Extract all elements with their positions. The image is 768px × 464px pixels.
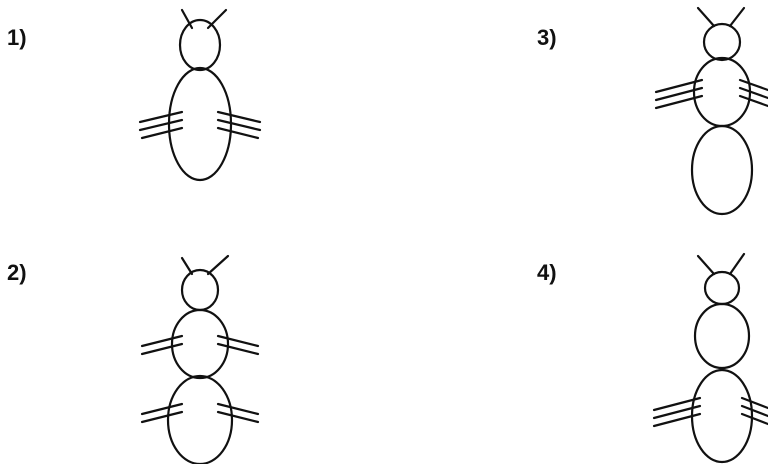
antenna-right xyxy=(730,8,744,26)
head xyxy=(180,20,220,70)
right-legs xyxy=(218,112,260,138)
body-segment-lower xyxy=(168,376,232,464)
antenna-right xyxy=(208,10,226,28)
antenna-right xyxy=(730,254,744,274)
body-segment-lower xyxy=(692,126,752,214)
upper-right-legs xyxy=(218,336,258,354)
option-2-insect-drawing xyxy=(130,250,270,464)
right-legs xyxy=(740,80,768,106)
option-4-insect-drawing xyxy=(640,250,768,464)
antenna-left xyxy=(182,258,192,274)
upper-left-legs xyxy=(142,336,182,354)
option-2-label: 2) xyxy=(7,262,27,284)
antenna-left xyxy=(698,8,714,26)
option-3-label: 3) xyxy=(537,27,557,49)
body-segment-upper xyxy=(695,304,749,368)
option-1-insect-drawing xyxy=(130,0,270,200)
option-1-label: 1) xyxy=(7,27,27,49)
option-4-label: 4) xyxy=(537,262,557,284)
head xyxy=(182,270,218,310)
body-segment xyxy=(169,68,231,180)
option-3-insect-drawing xyxy=(640,0,768,220)
lower-left-legs xyxy=(142,404,182,422)
head xyxy=(705,272,739,304)
body-segment-lower xyxy=(692,370,752,462)
right-legs xyxy=(742,398,768,424)
antenna-left xyxy=(698,256,714,274)
head xyxy=(704,24,740,60)
lower-right-legs xyxy=(218,404,258,422)
body-segment-upper xyxy=(694,58,750,126)
left-legs xyxy=(140,112,182,138)
antenna-right xyxy=(208,256,228,274)
